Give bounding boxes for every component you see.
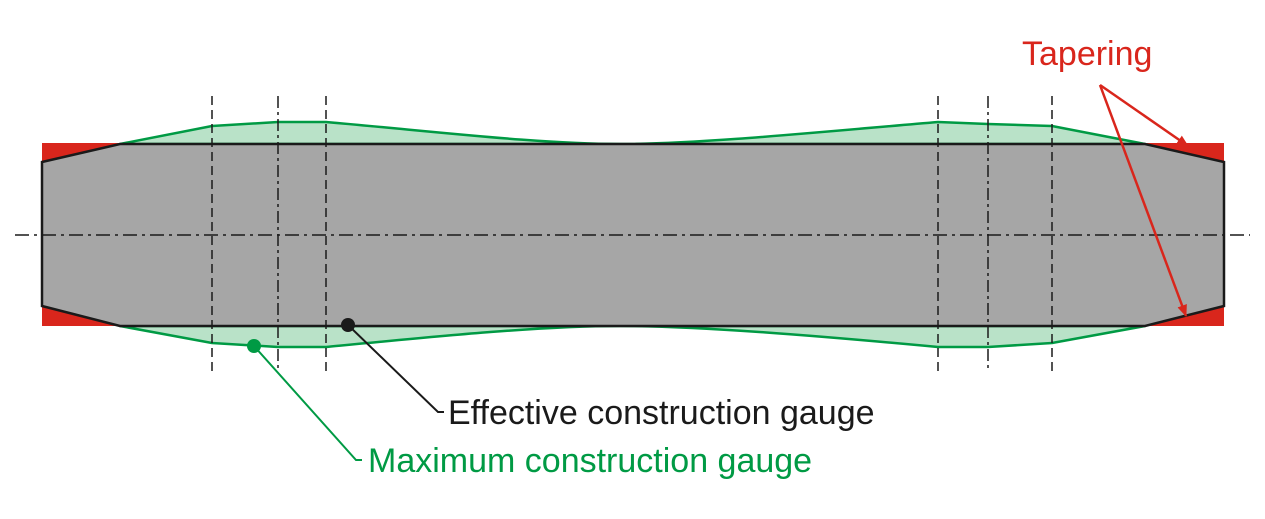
tapering-arrow-bottom: [1098, 84, 1188, 317]
maximum-leader: [247, 339, 362, 461]
maximum-gauge-top: [118, 120, 1147, 146]
effective-leader-dot: [341, 318, 355, 332]
section-lines: [211, 96, 1053, 372]
maximum-gauge-label: Maximum construction gauge: [368, 442, 812, 480]
tapering-arrows: [1098, 83, 1189, 317]
effective-gauge-label: Effective construction gauge: [448, 394, 875, 432]
effective-leader: [341, 318, 444, 413]
effective-gauge-body: [40, 142, 1226, 328]
effective-leader-line: [347, 324, 444, 413]
tapering-arrow-top: [1099, 83, 1189, 148]
maximum-leader-line: [253, 345, 362, 461]
maximum-gauge-bottom: [118, 324, 1147, 349]
maximum-leader-dot: [247, 339, 261, 353]
tapering-label: Tapering: [1022, 35, 1152, 73]
maximum-gauge-envelope: [118, 120, 1147, 349]
